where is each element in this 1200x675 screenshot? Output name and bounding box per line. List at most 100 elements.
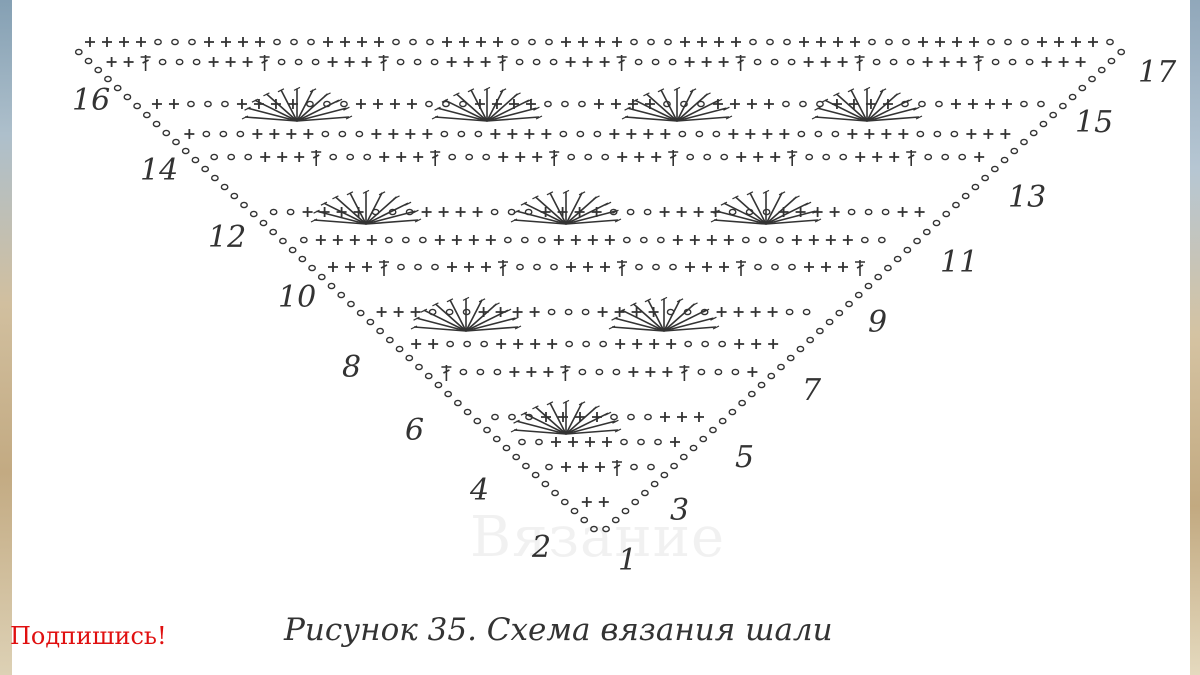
ch-symbol <box>560 498 569 506</box>
fan-tick <box>513 419 520 424</box>
sc-symbol <box>119 37 129 47</box>
fan-stroke <box>645 93 678 122</box>
ch-symbol <box>922 228 931 236</box>
ch-symbol <box>728 408 737 416</box>
sc-symbol <box>751 339 762 349</box>
sc-symbol <box>547 339 558 349</box>
fan-stroke <box>334 196 367 225</box>
sc-symbol <box>632 339 643 349</box>
sc-symbol <box>702 262 712 272</box>
ch-symbol <box>273 38 281 46</box>
ch-symbol <box>113 84 122 92</box>
fan-stroke <box>365 202 409 225</box>
fan-tick <box>324 92 331 97</box>
fan-tick <box>309 88 317 93</box>
fan-stroke <box>534 406 567 435</box>
ch-symbol <box>483 426 491 434</box>
ch-symbol <box>531 471 540 479</box>
sc-symbol <box>881 129 892 139</box>
ch-symbol <box>796 345 805 353</box>
ch-symbol <box>94 66 103 74</box>
chart-row <box>106 55 1086 71</box>
sc-symbol <box>969 37 979 47</box>
sc-symbol <box>389 99 400 109</box>
ch-symbol <box>259 219 268 227</box>
sc-symbol <box>829 207 840 217</box>
chart-row <box>441 365 758 381</box>
fan-tick <box>512 316 519 321</box>
sc-symbol <box>123 57 134 67</box>
fan-tick <box>710 316 717 321</box>
sc-symbol <box>610 99 621 109</box>
ch-symbol <box>684 340 693 348</box>
sc-symbol <box>372 99 383 109</box>
ch-symbol <box>697 368 706 376</box>
fan-tick <box>621 115 629 120</box>
ch-symbol <box>660 471 669 479</box>
sc-symbol <box>388 129 399 139</box>
ch-symbol <box>643 208 652 216</box>
ch-symbol <box>171 38 179 46</box>
fan-tick <box>525 98 533 103</box>
fan-tick <box>462 296 470 301</box>
ch-symbol <box>815 327 824 335</box>
fan-stroke <box>765 192 783 225</box>
sc-symbol <box>697 37 707 47</box>
fan-tick <box>532 195 539 200</box>
subscribe-link[interactable]: Подпишись! <box>10 622 167 650</box>
sc-symbol <box>736 152 747 162</box>
fan-stroke <box>465 309 509 332</box>
fan-tick <box>905 98 913 103</box>
fan-stroke <box>835 93 868 122</box>
ch-symbol <box>516 263 524 271</box>
ch-symbol <box>1058 102 1067 110</box>
ch-symbol <box>434 381 443 389</box>
sc-symbol <box>615 339 626 349</box>
sc-symbol <box>864 129 875 139</box>
sc-symbol <box>524 129 535 139</box>
fan-stroke <box>365 192 383 225</box>
sc-symbol <box>455 207 466 217</box>
sc-symbol <box>270 99 281 109</box>
ch-symbol <box>1107 57 1116 65</box>
fan-stroke <box>247 107 298 122</box>
ch-symbol <box>512 453 521 461</box>
fan-stroke <box>513 219 567 225</box>
ch-symbol <box>308 264 316 272</box>
fan-stroke <box>296 93 329 122</box>
sc-symbol <box>966 129 977 139</box>
ch-symbol <box>1020 138 1028 146</box>
ch-symbol <box>1078 84 1087 92</box>
ch-symbol <box>511 38 519 46</box>
sc-symbol <box>315 235 326 245</box>
fan-tick <box>510 428 518 433</box>
ch-symbol <box>578 368 587 376</box>
ch-symbol <box>718 340 727 348</box>
ch-symbol <box>845 300 853 308</box>
fan-tick <box>604 411 612 416</box>
fan-tick <box>520 411 528 416</box>
ch-symbol <box>210 153 219 161</box>
fan-stroke <box>365 219 419 225</box>
ch-symbol <box>1029 129 1038 137</box>
ch-symbol <box>298 255 307 263</box>
sc-symbol <box>816 37 826 47</box>
sc-symbol <box>221 37 231 47</box>
fan-tick <box>504 308 512 313</box>
ch-symbol <box>664 38 672 46</box>
sc-symbol <box>238 37 248 47</box>
ch-symbol <box>286 208 295 216</box>
fan-tick <box>562 399 570 404</box>
ch-symbol <box>376 327 385 335</box>
dc-symbol <box>430 150 441 166</box>
dc-symbol <box>259 55 270 71</box>
dc-symbol <box>736 260 746 276</box>
sc-symbol <box>716 307 727 317</box>
ch-symbol <box>502 444 511 452</box>
fan-stroke <box>486 107 537 122</box>
dc-symbol <box>379 260 389 276</box>
ch-symbol <box>580 516 589 524</box>
fan-tick <box>332 195 339 200</box>
sc-symbol <box>345 262 355 272</box>
shell-fan <box>608 296 720 332</box>
